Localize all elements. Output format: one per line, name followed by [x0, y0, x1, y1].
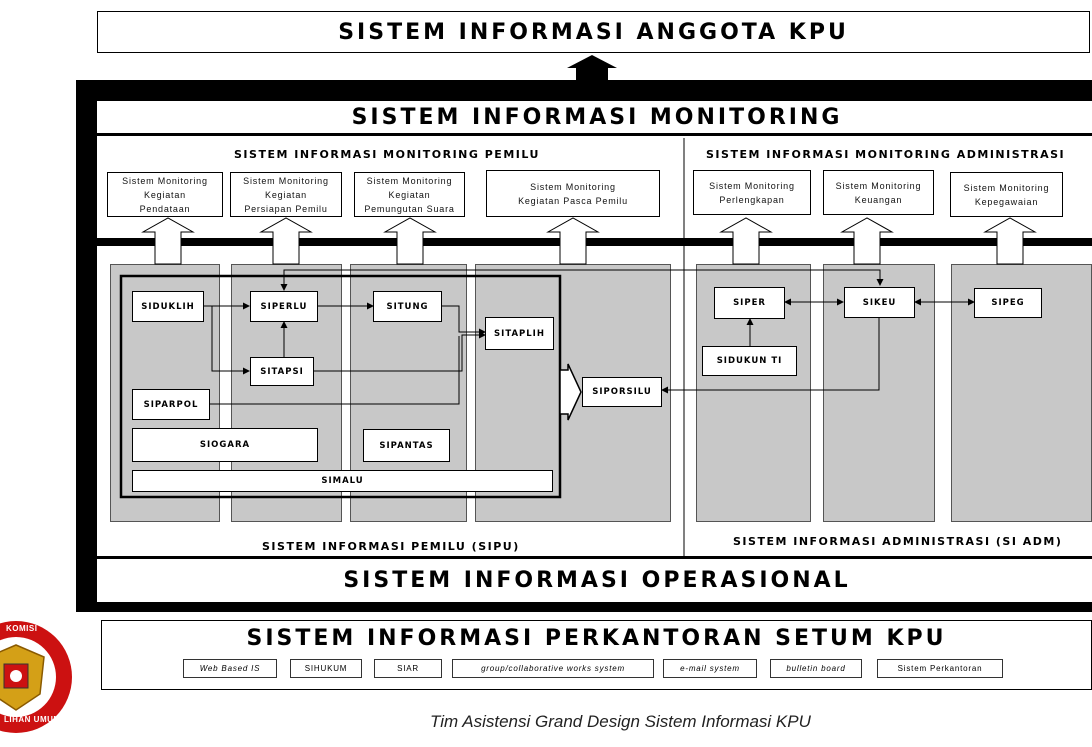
- monitoring-pemungutan-box: Sistem Monitoring Kegiatan Pemungutan Su…: [354, 172, 465, 217]
- bulletin-board-tag: bulletin board: [770, 659, 862, 678]
- anggota-kpu-box: SISTEM INFORMASI ANGGOTA KPU: [97, 11, 1090, 53]
- monitoring-pemilu-heading: SISTEM INFORMASI MONITORING PEMILU: [234, 148, 540, 161]
- kpu-logo: [0, 612, 80, 742]
- sipantas-box: SIPANTAS: [363, 429, 450, 462]
- sitapsi-box: SITAPSI: [250, 357, 314, 386]
- monitoring-persiapan-box: Sistem Monitoring Kegiatan Persiapan Pem…: [230, 172, 342, 217]
- logo-top-text: KOMISI: [6, 624, 38, 633]
- monitoring-kepegawaian-box: Sistem Monitoring Kepegawaian: [950, 172, 1063, 217]
- email-system-tag: e-mail system: [663, 659, 757, 678]
- simalu-box: SIMALU: [132, 470, 553, 492]
- monitoring-perlengkapan-box: Sistem Monitoring Perlengkapan: [693, 170, 811, 215]
- logo-bottom-text: LIHAN UMUM: [4, 715, 61, 724]
- sidukun-ti-box: SIDUKUN TI: [702, 346, 797, 376]
- sihukum-tag: SIHUKUM: [290, 659, 362, 678]
- web-based-is-tag: Web Based IS: [183, 659, 277, 678]
- siperlu-box: SIPERLU: [250, 291, 318, 322]
- operasional-title: SISTEM INFORMASI OPERASIONAL: [97, 559, 1092, 602]
- group-collaborative-tag: group/collaborative works system: [452, 659, 654, 678]
- siporsilu-box: SIPORSILU: [582, 377, 662, 407]
- footer-credit: Tim Asistensi Grand Design Sistem Inform…: [430, 712, 811, 731]
- sipu-label: SISTEM INFORMASI PEMILU (SIPU): [262, 540, 520, 553]
- sipeg-box: SIPEG: [974, 288, 1042, 318]
- sitaplih-box: SITAPLIH: [485, 317, 554, 350]
- monitoring-pasca-box: Sistem Monitoring Kegiatan Pasca Pemilu: [486, 170, 660, 217]
- siparpol-box: SIPARPOL: [132, 389, 210, 420]
- monitoring-keuangan-box: Sistem Monitoring Keuangan: [823, 170, 934, 215]
- perkantoran-title: SISTEM INFORMASI PERKANTORAN SETUM KPU: [246, 625, 947, 651]
- perkantoran-box: [101, 620, 1092, 690]
- situng-box: SITUNG: [373, 291, 442, 322]
- monitoring-pendataan-box: Sistem Monitoring Kegiatan Pendataan: [107, 172, 223, 217]
- si-adm-label: SISTEM INFORMASI ADMINISTRASI (SI ADM): [733, 535, 1063, 548]
- monitoring-title: SISTEM INFORMASI MONITORING: [97, 101, 1092, 133]
- siar-tag: SIAR: [374, 659, 442, 678]
- sistem-perkantoran-tag: Sistem Perkantoran: [877, 659, 1003, 678]
- siduklih-box: SIDUKLIH: [132, 291, 204, 322]
- siogara-box: SIOGARA: [132, 428, 318, 462]
- monitoring-administrasi-heading: SISTEM INFORMASI MONITORING ADMINISTRASI: [706, 148, 1066, 161]
- sikeu-box: SIKEU: [844, 287, 915, 318]
- siper-box: SIPER: [714, 287, 785, 319]
